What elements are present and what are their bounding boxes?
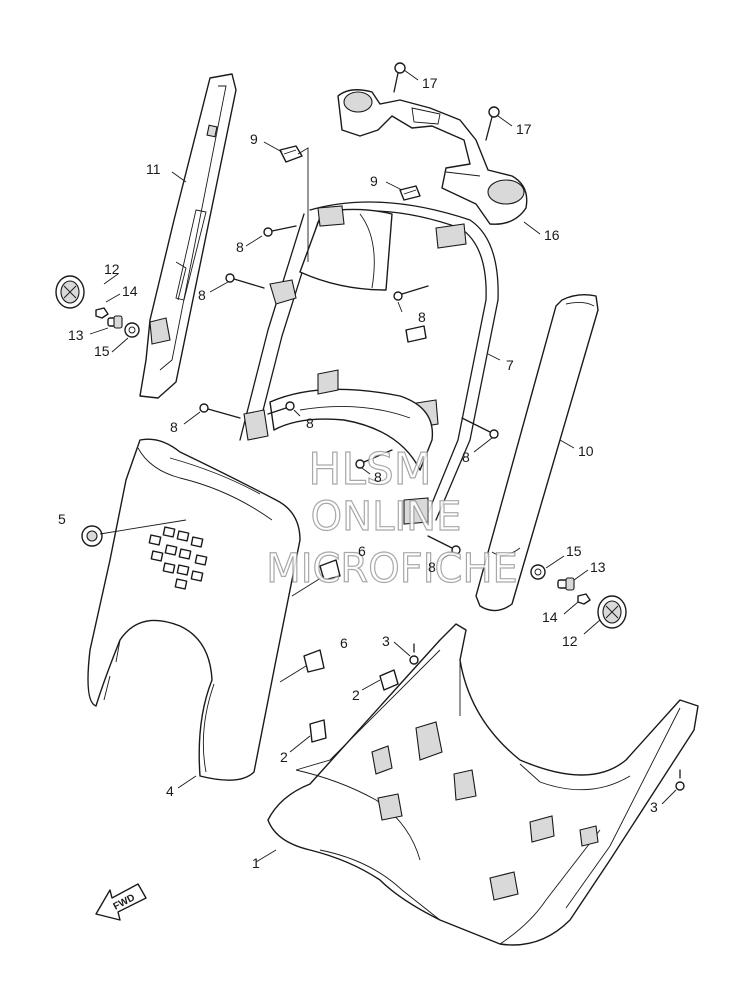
screw-8e [267,401,295,415]
pad-grommet [405,325,427,343]
callout-3-right: 3 [650,799,658,815]
part-14-nut-right [577,593,591,605]
callout-17-right: 17 [516,121,532,137]
callout-8c: 8 [418,309,426,325]
watermark-line-2: ONLINE [311,494,462,540]
part-2-nut-lower [309,719,327,743]
part-8-screws [199,225,499,555]
callout-labels: 1 2 2 3 3 4 5 6 6 7 8 8 8 8 8 8 8 8 9 9 … [58,75,658,871]
part-10-right-cover-tube [475,293,599,612]
callout-4: 4 [166,783,174,799]
part-11-left-cover-strip [139,73,237,399]
front-cover-grille [148,526,208,590]
callout-8d: 8 [170,419,178,435]
part-4-front-cover [87,438,301,781]
watermark-line-1: HLSM [308,444,432,495]
callout-8b: 8 [198,287,206,303]
callout-3-upper: 3 [382,633,390,649]
part-1-lower-body [267,623,699,946]
screw-8h [427,535,461,555]
knob-set-left [55,275,140,338]
part-6-clip-lower [279,649,325,683]
part-17-screws [393,62,500,141]
callout-9-upper: 9 [250,131,258,147]
callout-9-right: 9 [370,173,378,189]
callout-15-right: 15 [566,543,582,559]
callout-8g: 8 [374,469,382,485]
watermark: HLSM ONLINE MICROFICHE [266,443,519,592]
callout-14-right: 14 [542,609,558,625]
part-13-bolt-left [107,315,123,329]
screw-8g [355,449,393,469]
callout-8e: 8 [306,415,314,431]
callout-11: 11 [146,161,161,177]
callout-8h: 8 [428,559,436,575]
callout-6-lower: 6 [340,635,348,651]
callout-15-left: 15 [94,343,110,359]
screw-8b [225,273,265,289]
screw-8c [393,285,429,301]
screw-8f [461,417,499,439]
callout-10: 10 [578,443,594,459]
screw-17b [485,106,500,141]
leader-lines [89,69,677,863]
callout-12-left: 12 [104,261,120,277]
part-5-emblem [81,519,187,547]
screw-8a [263,225,297,237]
part-15-collar-right [530,564,546,580]
callout-8f: 8 [462,449,470,465]
part-15-collar-left [124,322,140,338]
part-2-nut-upper [379,669,399,691]
callout-12-right: 12 [562,633,578,649]
part-12-knob-left [55,275,85,309]
callout-8a: 8 [236,239,244,255]
knob-set-right [530,564,627,629]
part-6-clip-upper [291,559,341,597]
part-7-front-frame [239,201,499,525]
callout-13-left: 13 [68,327,84,343]
part-3-screw-right [675,769,685,791]
part-9-clip-upper [279,145,303,163]
callout-16: 16 [544,227,560,243]
part-13-bolt-right [557,577,575,591]
screw-17a [393,62,406,93]
callout-7: 7 [506,357,514,373]
part-14-nut-left [95,307,109,319]
callout-6-upper: 6 [358,543,366,559]
callout-14-left: 14 [122,283,138,299]
callout-5: 5 [58,511,66,527]
part-16-upper-bracket [337,89,528,225]
part-3-screw-upper [409,643,419,665]
callout-13-right: 13 [590,559,606,575]
screw-8d [199,403,241,419]
callout-1: 1 [252,855,260,871]
part-9-clip-right [399,185,421,201]
callout-2-upper: 2 [352,687,360,703]
part-12-knob-right [597,595,627,629]
callout-17-upper: 17 [422,75,438,91]
fwd-direction-arrow: FWD [95,883,147,921]
watermark-line-3: MICROFICHE [266,546,518,592]
callout-2-lower: 2 [280,749,288,765]
